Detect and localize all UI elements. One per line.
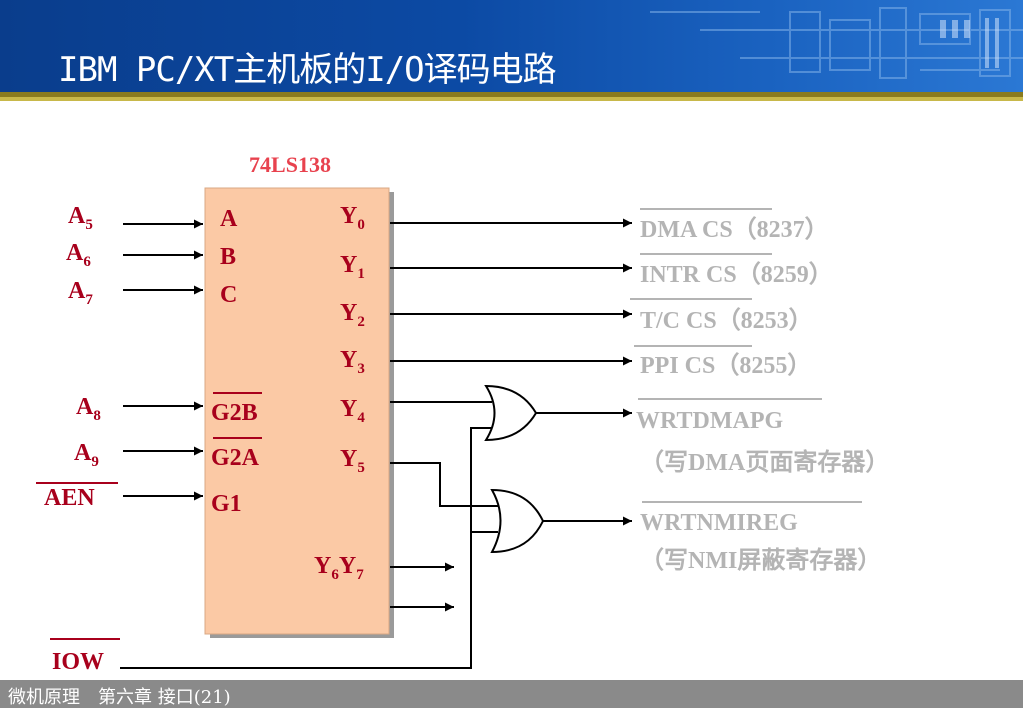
output-wrtdmapg-desc: （写DMA页面寄存器） (640, 448, 889, 476)
chip-body (204, 187, 390, 635)
output-wrtdmapg: WRTDMAPG (636, 408, 783, 434)
pin-y4: Y4 (340, 396, 365, 426)
output-wrtnmireg: WRTNMIREG (640, 510, 798, 536)
slide-header: IBM PC/XT主机板的I/O译码电路 (0, 0, 1023, 92)
input-a8: A8 (76, 394, 101, 424)
pin-c: C (220, 282, 237, 308)
pin-g1: G1 (211, 491, 242, 517)
output-dma-cs: DMA CS（8237） (640, 216, 829, 243)
pin-b: B (220, 244, 236, 270)
header-divider-light (0, 97, 1023, 101)
pin-a: A (220, 206, 238, 232)
input-a7: A7 (68, 278, 93, 308)
slide-footer: 微机原理 第六章 接口(21) (0, 680, 1023, 708)
header-divider-dark (0, 92, 1023, 97)
or-gate-1 (484, 384, 538, 442)
pin-g2a: G2A (211, 445, 260, 471)
input-a6: A6 (66, 240, 91, 270)
decoder-circuit-diagram: 74LS138 A B C G2B G2A G1 Y0 Y1 Y2 Y3 Y4 … (36, 152, 889, 675)
pin-y2: Y2 (340, 300, 365, 330)
input-a9: A9 (74, 440, 99, 470)
wire-iow-branch (470, 427, 492, 532)
footer-text: 微机原理 第六章 接口(21) (8, 687, 231, 708)
output-ppi-cs: PPI CS（8255） (640, 352, 811, 379)
input-iow: IOW (52, 649, 104, 675)
input-a5: A5 (68, 203, 93, 233)
or-gate-2 (490, 488, 545, 554)
pin-y1: Y1 (340, 252, 365, 282)
pin-y0: Y0 (340, 203, 365, 233)
wire-y5 (390, 462, 498, 507)
chip-title: 74LS138 (249, 152, 331, 177)
page-title: IBM PC/XT主机板的I/O译码电路 (58, 50, 557, 90)
output-wrtnmireg-desc: （写NMI屏蔽寄存器） (640, 546, 881, 574)
input-aen: AEN (44, 485, 95, 511)
output-intr-cs: INTR CS（8259） (640, 261, 833, 288)
pin-y5: Y5 (340, 446, 365, 476)
output-tc-cs: T/C CS（8253） (640, 307, 813, 334)
pin-g2b: G2B (211, 400, 258, 426)
header-circuit-decoration (650, 7, 1023, 79)
pin-y6-y7: Y6Y7 (314, 553, 364, 583)
pin-y3: Y3 (340, 347, 365, 377)
wire-iow (120, 531, 498, 669)
